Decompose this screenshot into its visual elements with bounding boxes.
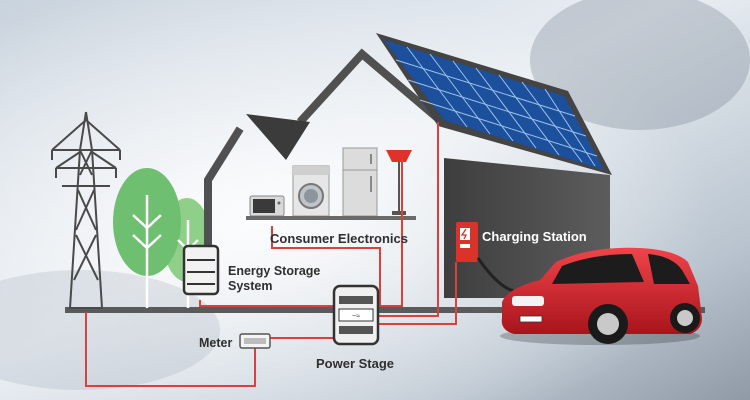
microwave-icon bbox=[249, 195, 285, 217]
energy-storage-label: Energy Storage System bbox=[228, 264, 320, 294]
battery-icon bbox=[182, 244, 220, 296]
washing-machine-icon bbox=[292, 165, 330, 217]
meter-label: Meter bbox=[199, 336, 233, 350]
consumer-electronics-label: Consumer Electronics bbox=[270, 231, 408, 246]
shelf bbox=[246, 216, 416, 220]
solar-panel-icon bbox=[376, 33, 612, 175]
inverter-icon: ~≈ bbox=[332, 284, 380, 346]
meter-icon bbox=[239, 333, 271, 349]
energy-storage-label-line1: Energy Storage bbox=[228, 264, 321, 278]
power-stage-label: Power Stage bbox=[316, 356, 395, 371]
ground-line bbox=[65, 307, 705, 313]
energy-storage-label-line2: System bbox=[228, 279, 273, 293]
transmission-tower-icon bbox=[51, 111, 121, 309]
charging-station-label: Charging Station bbox=[482, 229, 587, 244]
power-wiring bbox=[85, 122, 457, 387]
refrigerator-icon bbox=[342, 147, 378, 217]
svg-text:~≈: ~≈ bbox=[352, 313, 360, 320]
floor-lamp-icon bbox=[386, 150, 412, 215]
car-icon bbox=[500, 247, 702, 345]
